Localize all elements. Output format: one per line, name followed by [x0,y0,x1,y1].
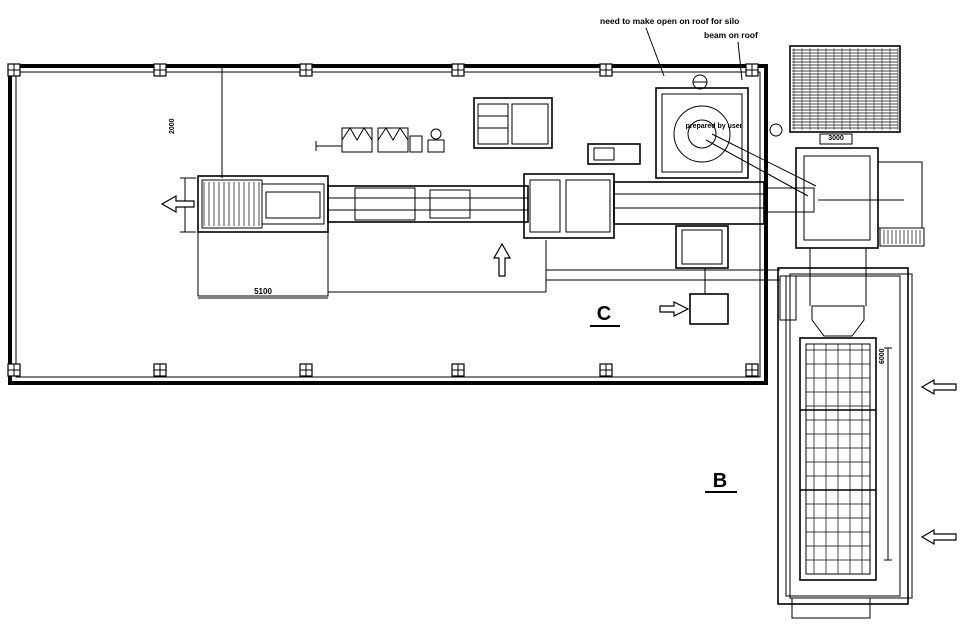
column-marker [451,363,465,377]
equipment-row [315,127,445,153]
roof-note-leader [645,27,665,77]
dim-width-label: 5100 [254,287,272,296]
column-marker [153,363,167,377]
hatched-roof-area [789,45,901,133]
dim-small-label: 3000 [828,135,844,142]
control-panel [473,97,553,149]
roof-note-line2: beam on roof [704,30,758,40]
beam-note-leader [737,41,743,81]
entry-arrow-up [492,242,512,277]
column-marker [745,63,759,77]
entry-arrow-right [659,301,690,317]
exit-arrow [160,194,195,214]
column-marker [745,363,759,377]
column-marker [153,63,167,77]
building-columns [7,63,759,377]
zone-c-label: C [597,303,611,325]
roof-note-line1: need to make open on roof for silo [600,16,739,26]
column-marker [599,363,613,377]
dim-height-label: 2000 [169,118,176,134]
column-marker [299,363,313,377]
column-marker [299,63,313,77]
production-line [180,173,815,325]
dim-vertical-label: 6000 [879,348,886,364]
column-marker [451,63,465,77]
column-marker [7,63,21,77]
arrow-left-upper [920,378,957,396]
dimension-5100 [197,231,547,299]
arrow-left-lower [920,528,957,546]
silo-tower [769,123,925,249]
building-b [777,248,913,619]
column-marker [599,63,613,77]
silo-room [655,74,817,197]
zone-b-label: B [713,470,727,492]
column-marker [7,363,21,377]
electric-cabinet [587,143,641,165]
equipment-label: prepared by user [686,123,743,130]
